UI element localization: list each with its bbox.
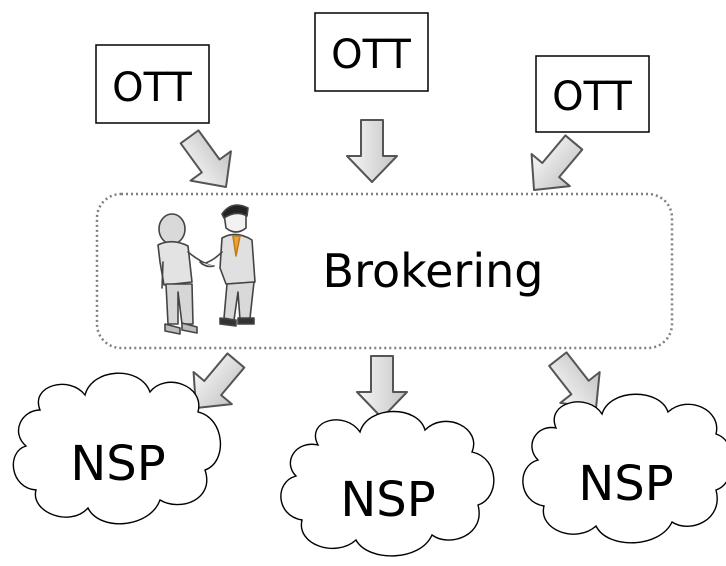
handshake-icon [157, 204, 256, 335]
broker-box: Brokering [95, 192, 674, 350]
broker-label: Brokering [323, 244, 544, 298]
nsp-node-1: NSP [12, 372, 221, 525]
nsp-label: NSP [578, 456, 673, 512]
arrow-ott1-to-broker [168, 121, 248, 203]
ott-node-1: OTT [95, 44, 210, 124]
nsp-label: NSP [70, 436, 165, 492]
arrow-broker-to-nsp2 [356, 355, 408, 419]
ott-label: OTT [552, 74, 632, 120]
nsp-node-2: NSP [280, 410, 495, 557]
nsp-label: NSP [340, 472, 435, 528]
ott-label: OTT [331, 32, 411, 78]
ott-node-2: OTT [314, 12, 429, 92]
arrow-ott2-to-broker [346, 119, 398, 183]
ott-label: OTT [112, 65, 192, 111]
ott-node-3: OTT [535, 55, 650, 133]
nsp-node-3: NSP [522, 393, 726, 544]
